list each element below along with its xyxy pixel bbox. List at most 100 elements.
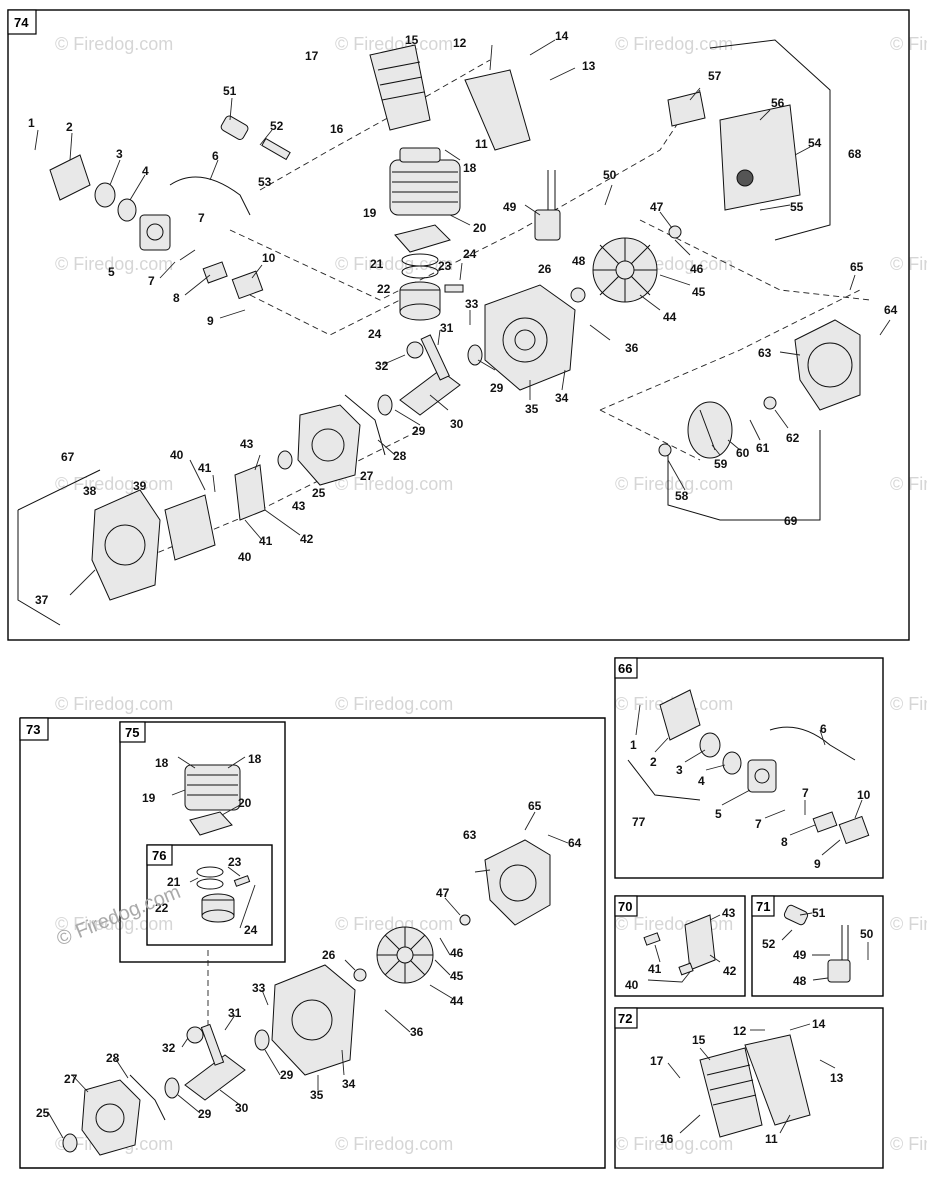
callout-29: 29: [490, 381, 504, 395]
section-75-tag: 75: [125, 725, 139, 740]
callout-4: 4: [142, 164, 149, 178]
piston-part: [201, 893, 235, 923]
callout-5: 5: [108, 265, 115, 279]
section-71-tag: 71: [756, 899, 770, 914]
callout-33: 33: [252, 981, 266, 995]
bolt-part: [643, 932, 661, 946]
section-71-frame: [751, 895, 884, 997]
callout-41: 41: [648, 962, 662, 976]
watermark: © Firedog.com: [55, 694, 173, 714]
gasket-part: [394, 224, 451, 253]
callout-43: 43: [722, 906, 736, 920]
seal-part: [277, 450, 293, 470]
callout-24: 24: [463, 247, 477, 261]
callouts-70: 40 41 42 43: [625, 906, 737, 992]
callout-16: 16: [660, 1132, 674, 1146]
callout-5: 5: [715, 807, 722, 821]
carburetor-part: [139, 214, 171, 251]
callout-27: 27: [64, 1072, 78, 1086]
callout-7: 7: [198, 211, 205, 225]
callout-39: 39: [133, 479, 147, 493]
callout-10: 10: [857, 788, 871, 802]
callout-18: 18: [248, 752, 262, 766]
callout-3: 3: [676, 763, 683, 777]
section-74-frame: [7, 9, 910, 641]
watermark: © Firedog.com: [335, 474, 453, 494]
flywheel-part: [592, 237, 658, 303]
section-66: 66 1 2 3 4 5: [614, 657, 884, 879]
callout-34: 34: [555, 391, 569, 405]
section-73: 73 75 76: [19, 717, 606, 1169]
dashed-guide: [599, 409, 701, 461]
air-filter-cover: [659, 689, 701, 741]
crankshaft-part: [184, 1023, 246, 1101]
callout-23: 23: [228, 855, 242, 869]
section-66-tag-box: [614, 657, 638, 679]
dashed-guide: [249, 284, 431, 336]
crankcase-half-part: [81, 1079, 141, 1156]
callouts-72: 11 12 13 14 15 16 17: [650, 1017, 844, 1146]
callout-34: 34: [342, 1077, 356, 1091]
bearing-part: [467, 344, 483, 366]
crankcase-part: [271, 964, 356, 1076]
intake-part: [202, 261, 228, 284]
callout-63: 63: [463, 828, 477, 842]
top-cover-part: [744, 1034, 811, 1126]
callout-3: 3: [116, 147, 123, 161]
callout-20: 20: [473, 221, 487, 235]
callout-45: 45: [450, 969, 464, 983]
callout-43: 43: [292, 499, 306, 513]
callout-36: 36: [625, 341, 639, 355]
callout-12: 12: [733, 1024, 747, 1038]
callout-50: 50: [860, 927, 874, 941]
section-76-tag-box: [146, 844, 173, 866]
group-bracket-68: [709, 39, 831, 241]
callout-8: 8: [781, 835, 788, 849]
callout-49: 49: [793, 948, 807, 962]
callout-26: 26: [538, 262, 552, 276]
callout-61: 61: [756, 441, 770, 455]
section-74-tag-box: [7, 9, 37, 35]
piston-pin: [233, 875, 251, 887]
air-filter-cover: [49, 154, 91, 201]
callout-13: 13: [830, 1071, 844, 1085]
callout-65: 65: [528, 799, 542, 813]
section-75-frame: [119, 721, 286, 963]
shroud-part: [699, 1047, 763, 1138]
callout-59: 59: [714, 457, 728, 471]
watermark: © Firedog.com: [55, 914, 173, 934]
dashed-guide: [229, 89, 701, 301]
callout-21: 21: [370, 257, 384, 271]
bolt-part: [678, 962, 694, 976]
callout-38: 38: [83, 484, 97, 498]
leader-lines: [34, 39, 891, 596]
leader-lines: [635, 704, 863, 856]
leader-lines: [667, 1023, 836, 1134]
ignition-module-part: [534, 170, 561, 241]
leader-lines: [47, 756, 569, 1139]
plate-42: [684, 914, 716, 971]
watermark: © Firedog.com: [335, 914, 453, 934]
filter-base: [117, 198, 137, 222]
piston-ring: [401, 265, 439, 279]
callout-27: 27: [360, 469, 374, 483]
cylinder-part: [184, 764, 241, 811]
spark-plug-part: [261, 137, 291, 161]
throttle-cable: [769, 726, 856, 761]
intake-manifold: [838, 815, 870, 845]
callout-21: 21: [167, 875, 181, 889]
callout-25: 25: [312, 486, 326, 500]
callout-58: 58: [675, 489, 689, 503]
callout-32: 32: [162, 1041, 176, 1055]
callout-29: 29: [280, 1068, 294, 1082]
callout-56: 56: [771, 96, 785, 110]
piston-ring: [196, 866, 224, 878]
callout-42: 42: [300, 532, 314, 546]
callout-23: 23: [438, 259, 452, 273]
section-71: 71 48 49 50 51 52: [751, 895, 884, 997]
section-72-tag-box: [614, 1007, 638, 1029]
callout-15: 15: [405, 33, 419, 47]
section-73-tag: 73: [26, 722, 40, 737]
callout-10: 10: [262, 251, 276, 265]
callout-24: 24: [368, 327, 382, 341]
